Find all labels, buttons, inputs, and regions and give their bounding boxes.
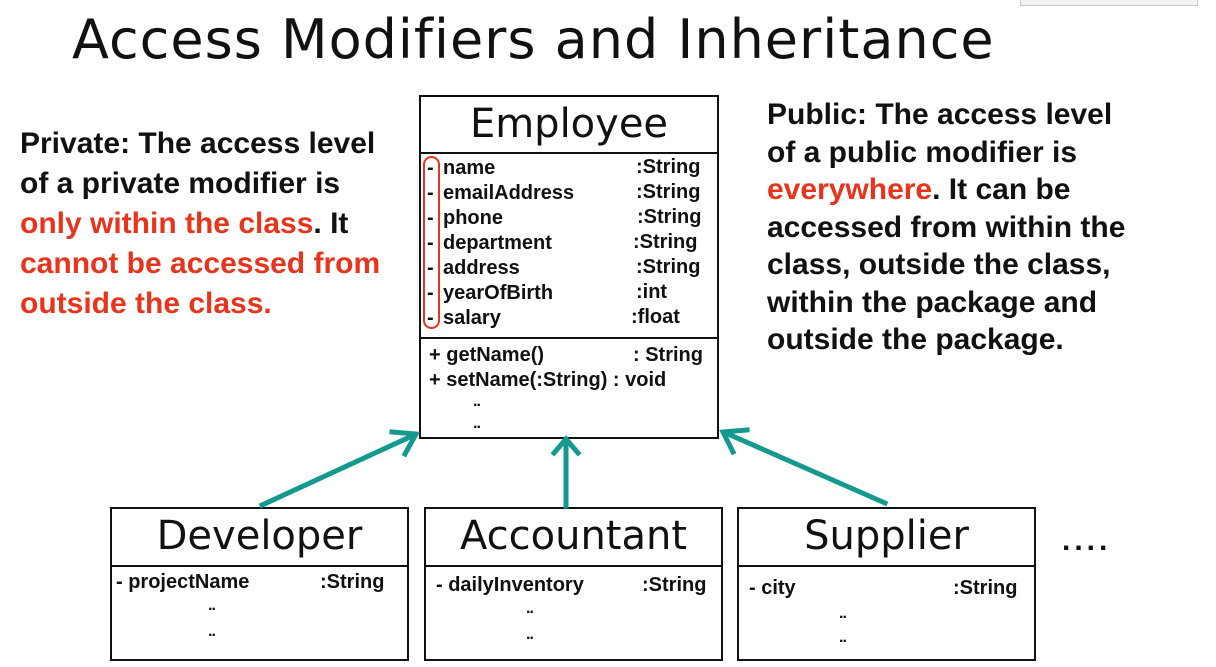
attribute-type: :String (636, 256, 701, 278)
private-note-highlight: only within the class (20, 207, 314, 240)
attribute-name: emailAddress (443, 182, 575, 204)
accountant-class-box: Accountant - dailyInventory :String .. .… (424, 507, 723, 661)
method-return-type: : String (633, 344, 703, 366)
developer-class-box: Developer - projectName :String .. .. (110, 507, 409, 661)
attribute-name: yearOfBirth (443, 282, 554, 304)
developer-attributes: - projectName :String .. .. (112, 567, 407, 661)
ellipsis: .. (473, 393, 481, 410)
access-modifier: - (427, 182, 434, 204)
ellipsis: .. (473, 415, 481, 432)
attribute-row: -name (427, 156, 495, 181)
attribute-row: -yearOfBirth (427, 281, 553, 306)
attribute-name: - dailyInventory (436, 574, 584, 596)
access-modifier: - (427, 307, 434, 329)
ellipsis: .. (208, 623, 216, 640)
attribute-name: address (443, 257, 520, 279)
public-note-text-2: . It can be accessed from within the cla… (767, 173, 1126, 356)
supplier-inheritance-arrow (724, 430, 889, 507)
private-note: Private: The access level of a private m… (20, 124, 390, 324)
attribute-type: :float (631, 306, 680, 328)
attribute-type: :String (953, 577, 1018, 599)
ellipsis: .. (208, 597, 216, 614)
employee-class-box: Employee -name :String -emailAddress :St… (419, 95, 719, 439)
employee-attributes: -name :String -emailAddress :String -pho… (421, 154, 717, 339)
private-highlight-bracket (423, 156, 440, 329)
ellipsis: .. (839, 629, 847, 646)
attribute-type: :String (636, 156, 701, 178)
attribute-row: -department (427, 231, 552, 256)
employee-methods: + getName() : String + setName(:String) … (421, 339, 717, 439)
attribute-row: -address (427, 256, 520, 281)
attribute-name: phone (443, 207, 503, 229)
attribute-type: :String (320, 571, 385, 593)
attribute-row: -phone (427, 206, 503, 231)
attribute-type: :String (633, 231, 698, 253)
attribute-name: - city (749, 577, 796, 599)
access-modifier: - (427, 257, 434, 279)
private-note-text: Private: The access level of a private m… (20, 127, 376, 200)
method-row: + getName() (429, 344, 545, 366)
private-note-text-2: . It (313, 207, 349, 240)
employee-class-name: Employee (421, 97, 717, 154)
supplier-class-box: Supplier - city :String .. .. (737, 507, 1036, 661)
access-modifier: - (427, 157, 434, 179)
supplier-class-name: Supplier (739, 509, 1034, 567)
attribute-type: :String (636, 181, 701, 203)
window-edge (1020, 0, 1198, 6)
supplier-attributes: - city :String .. .. (739, 567, 1034, 661)
supplier-arrowhead (719, 427, 750, 456)
public-note-highlight: everywhere (767, 173, 933, 206)
ellipsis: .. (839, 605, 847, 622)
slide-title: Access Modifiers and Inheritance (72, 8, 995, 71)
ellipsis: .. (526, 600, 534, 617)
access-modifier: - (427, 282, 434, 304)
accountant-attributes: - dailyInventory :String .. .. (426, 567, 721, 661)
method-row: + setName(:String) : void (429, 369, 667, 391)
private-note-highlight-2: cannot be accessed from outside the clas… (20, 247, 381, 320)
attribute-name: department (443, 232, 552, 254)
developer-inheritance-arrow (258, 432, 416, 509)
accountant-arrowhead (550, 435, 582, 457)
developer-arrowhead (389, 429, 421, 458)
attribute-name: name (443, 157, 496, 179)
attribute-name: salary (443, 307, 501, 329)
developer-class-name: Developer (112, 509, 407, 567)
attribute-type: :String (637, 206, 702, 228)
ellipsis: .. (526, 626, 534, 643)
attribute-type: :String (642, 574, 707, 596)
more-classes-ellipsis: .... (1062, 524, 1112, 557)
attribute-name: - projectName (116, 571, 250, 593)
attribute-type: :int (636, 281, 668, 303)
public-note: Public: The access level of a public mod… (767, 96, 1147, 359)
public-note-text: Public: The access level of a public mod… (767, 98, 1113, 169)
accountant-class-name: Accountant (426, 509, 721, 567)
attribute-row: -salary (427, 306, 501, 331)
access-modifier: - (427, 232, 434, 254)
access-modifier: - (427, 207, 434, 229)
attribute-row: -emailAddress (427, 181, 574, 206)
